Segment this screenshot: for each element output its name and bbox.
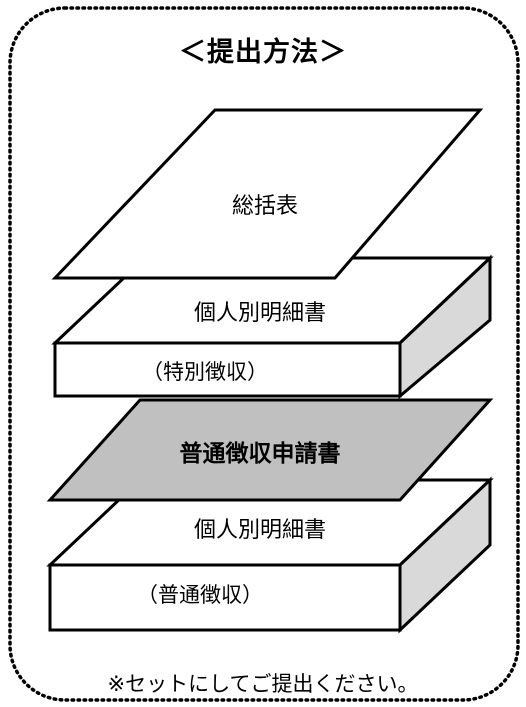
label-kojin-futsu-line1: 個人別明細書 (193, 518, 326, 543)
label-kojin-tokubetsu-line1: 個人別明細書 (193, 301, 326, 326)
label-kojin-futsu-line2: （普通徴収） (137, 583, 263, 607)
sheet-futsu-shinsei (46, 398, 494, 502)
box-kojin-futsu-front (48, 563, 402, 632)
submission-note: ※セットにしてご提出ください。 (107, 672, 419, 696)
label-sogatsu: 総括表 (231, 194, 298, 219)
dotted-frame (8, 6, 520, 702)
sheet-sogatsu (51, 108, 484, 280)
label-futsu-shinsei: 普通徴収申請書 (179, 441, 341, 467)
box-kojin-tokubetsu-front (53, 341, 402, 398)
page-title: ＜提出方法＞ (179, 37, 347, 68)
label-kojin-tokubetsu-line2: （特別徴収） (142, 360, 268, 384)
